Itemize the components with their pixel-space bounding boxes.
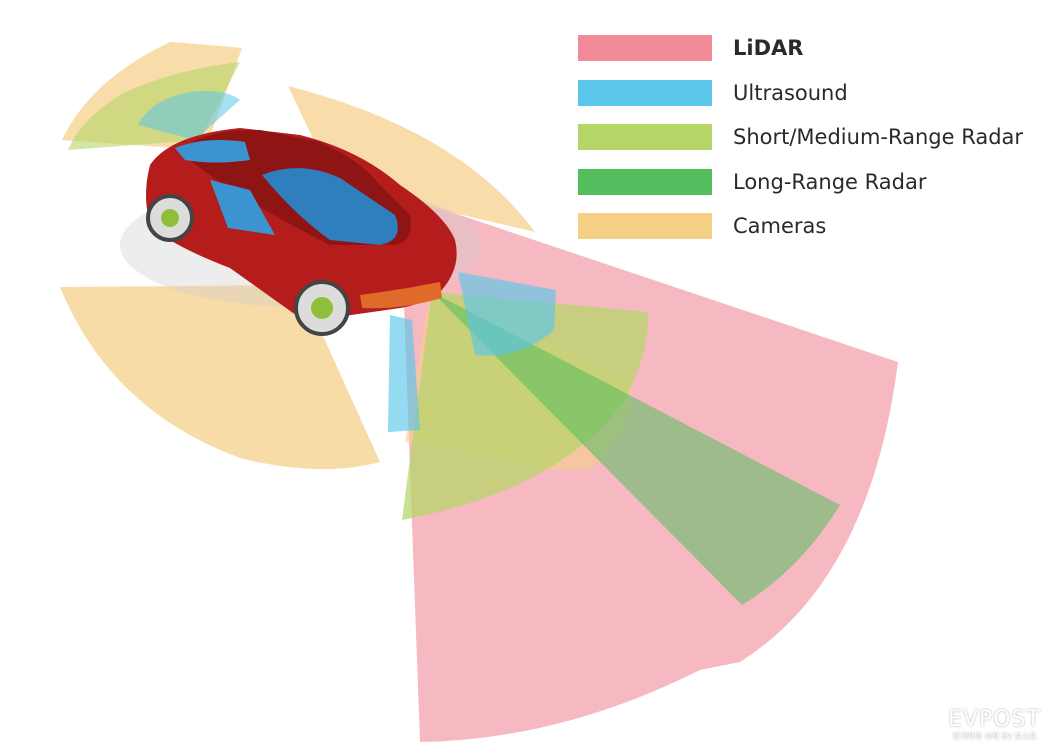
legend-swatch-long-range-radar bbox=[578, 168, 712, 195]
car-front-bumper bbox=[360, 282, 442, 309]
ultrasound-rear-zone bbox=[138, 91, 240, 140]
legend-label-cameras: Cameras bbox=[733, 214, 827, 238]
watermark-logo: EVPOST bbox=[948, 707, 1041, 732]
legend-label-short-medium-radar: Short/Medium-Range Radar bbox=[733, 125, 1024, 149]
ultrasound-front-zone bbox=[458, 272, 556, 356]
legend-label-ultrasound: Ultrasound bbox=[733, 80, 848, 105]
legend-label-lidar: LiDAR bbox=[733, 36, 804, 60]
long-range-radar-zone bbox=[432, 292, 840, 605]
legend-item-long-range-radar: Long-Range Radar bbox=[578, 164, 1048, 209]
legend-label-long-range-radar: Long-Range Radar bbox=[733, 169, 927, 194]
legend-item-lidar: LiDAR bbox=[578, 30, 1048, 75]
legend-item-ultrasound: Ultrasound bbox=[578, 75, 1048, 120]
car-illustration bbox=[120, 128, 480, 336]
car-side-window bbox=[210, 180, 275, 235]
evpost-watermark: EVPOST 전기차의 시작 EV 포스트 bbox=[948, 708, 1041, 742]
legend-swatch-cameras bbox=[578, 213, 712, 239]
short-medium-radar-front-zone bbox=[402, 292, 649, 520]
camera-left-wide-zone bbox=[60, 285, 380, 470]
ultrasound-side-zone bbox=[388, 315, 420, 432]
legend: LiDAR Ultrasound Short/Medium-Range Rada… bbox=[578, 30, 1048, 253]
car-windshield bbox=[262, 168, 398, 245]
legend-swatch-lidar bbox=[578, 35, 712, 61]
car-rear-window bbox=[175, 140, 250, 163]
camera-front-right-zone bbox=[288, 86, 535, 232]
legend-swatch-ultrasound bbox=[578, 79, 712, 106]
legend-swatch-short-medium-radar bbox=[578, 124, 712, 150]
legend-item-short-medium-radar: Short/Medium-Range Radar bbox=[578, 119, 1048, 164]
watermark-subtitle: 전기차의 시작 EV 포스트 bbox=[952, 732, 1037, 741]
legend-item-cameras: Cameras bbox=[578, 208, 1048, 253]
